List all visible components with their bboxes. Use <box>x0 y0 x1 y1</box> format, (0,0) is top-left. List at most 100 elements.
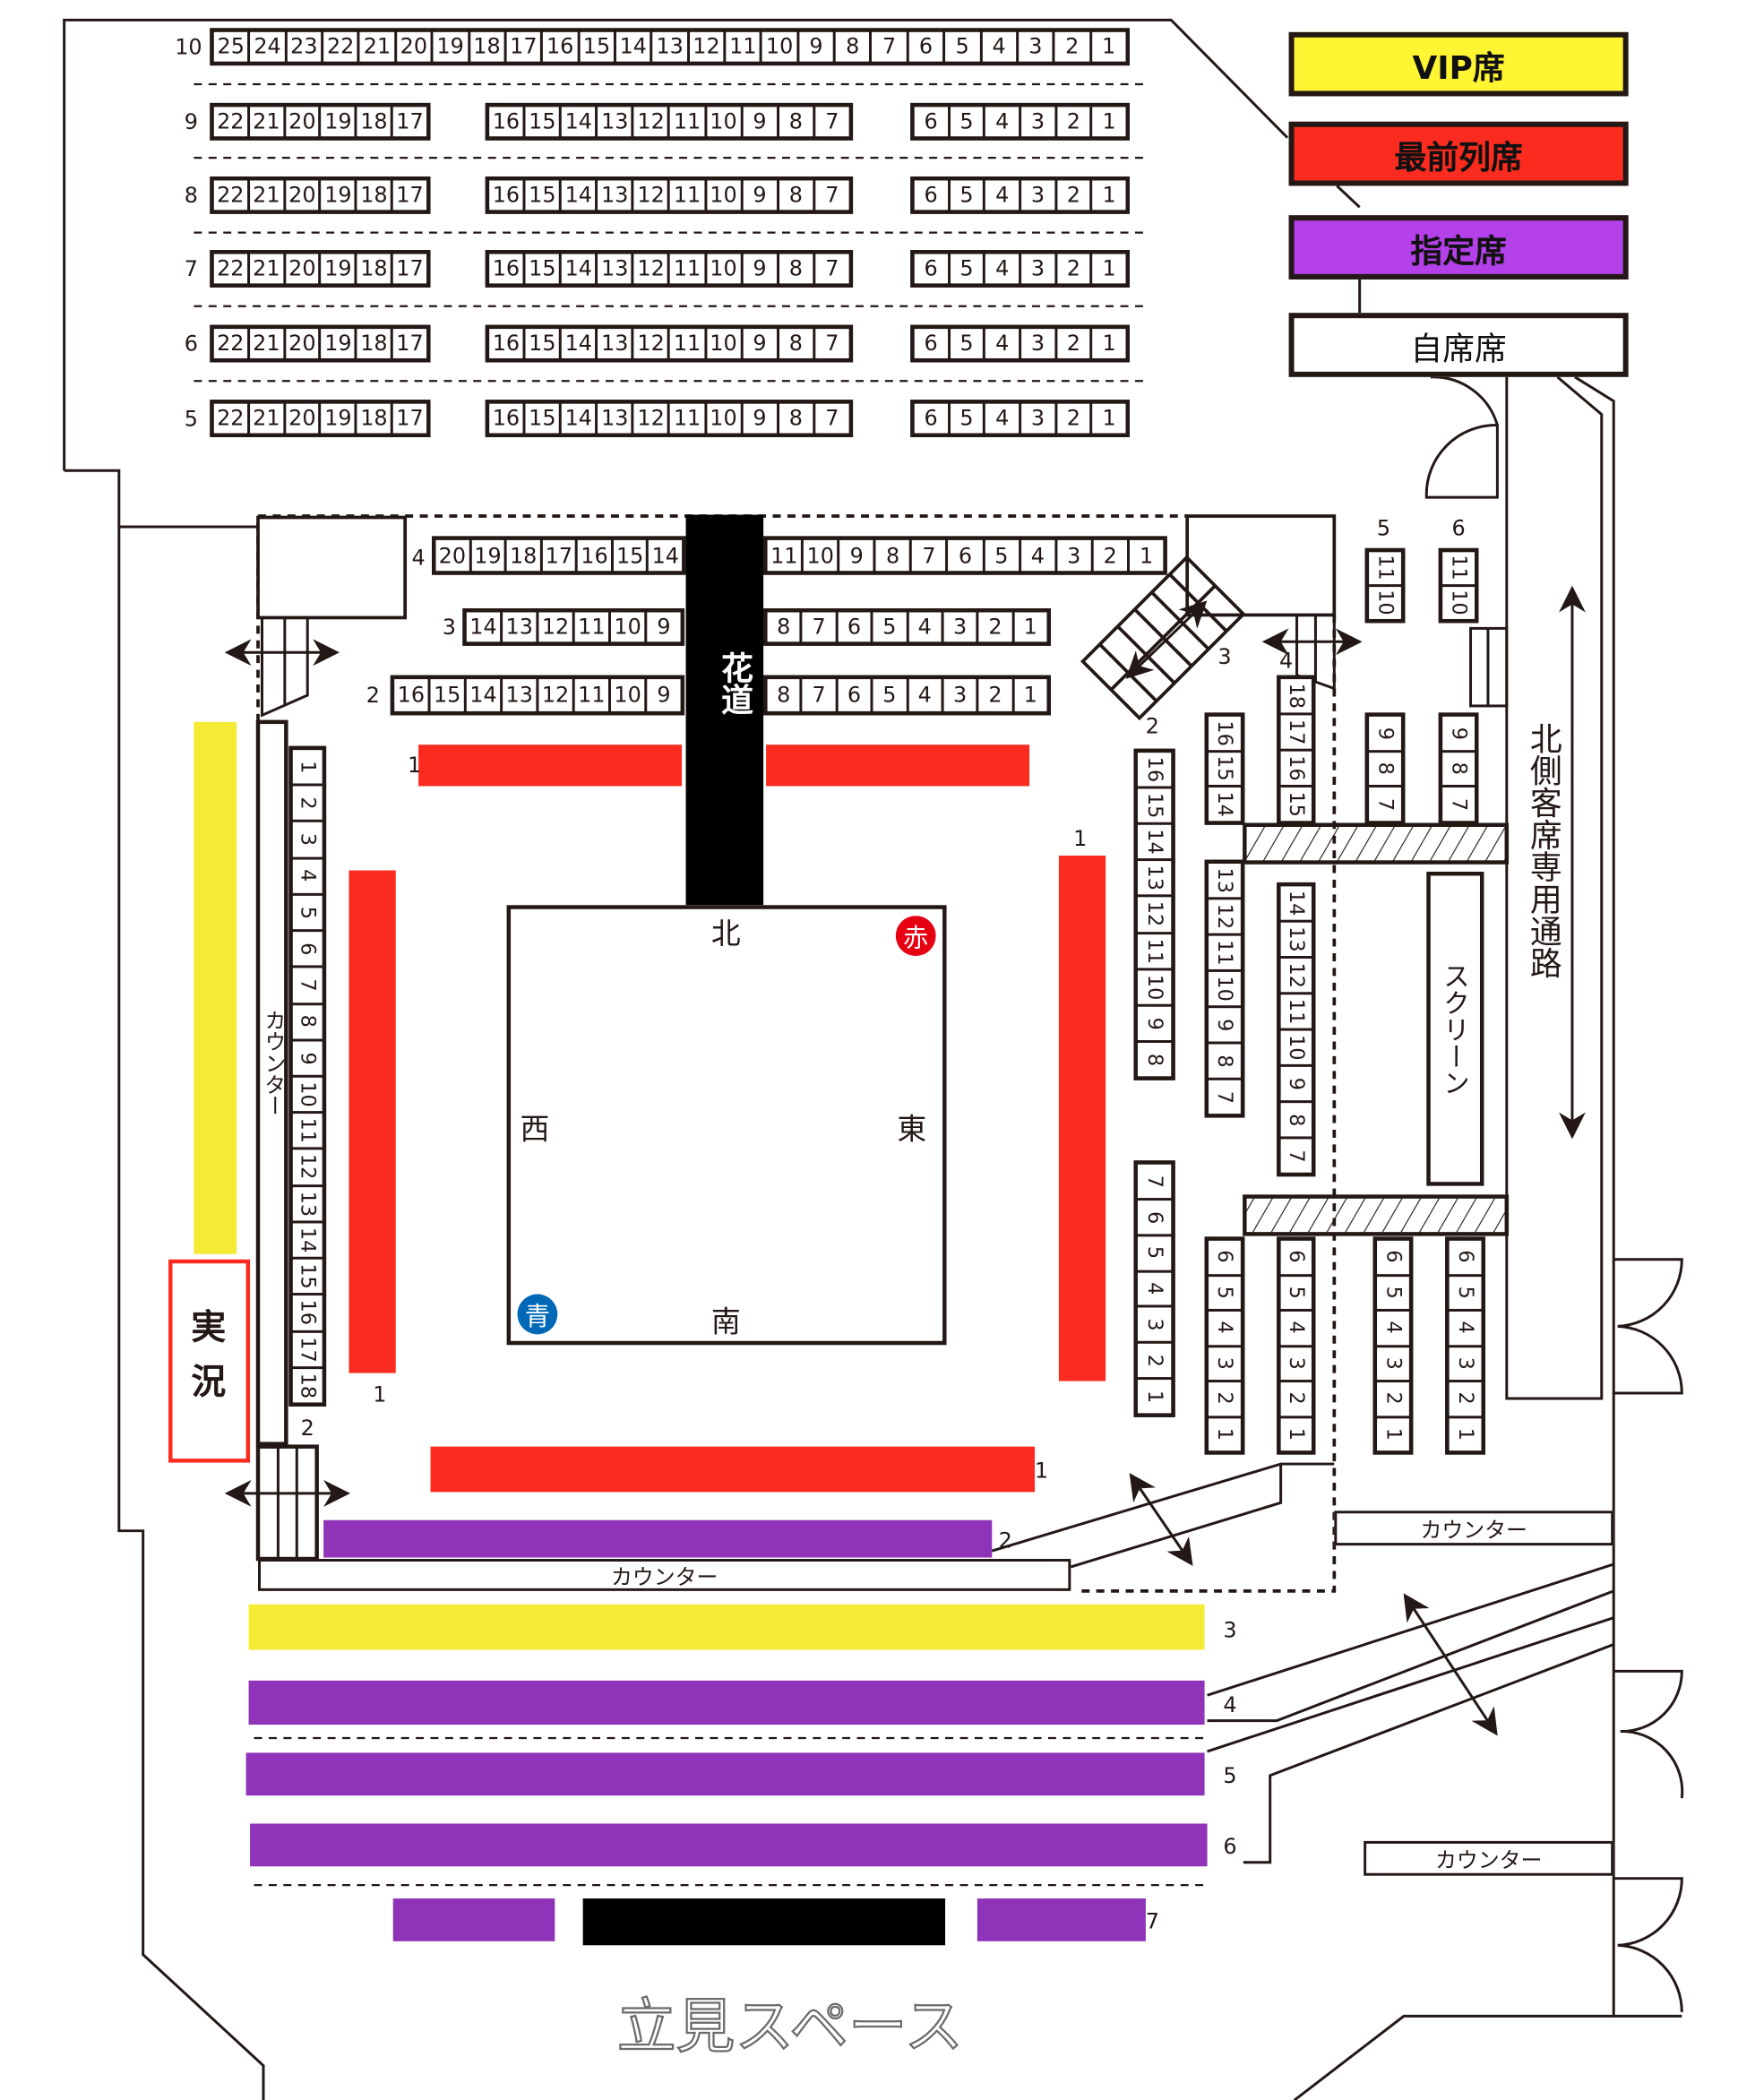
seat[interactable]: 12 <box>538 679 572 711</box>
seat[interactable]: 6 <box>1137 1200 1172 1234</box>
seat[interactable]: 1 <box>1092 107 1126 137</box>
seat[interactable]: 19 <box>321 180 355 211</box>
seat[interactable]: 1 <box>1092 254 1126 284</box>
seat[interactable]: 1 <box>1129 539 1164 572</box>
seat[interactable]: 10 <box>706 254 741 284</box>
seat[interactable]: 10 <box>706 107 741 137</box>
seat[interactable]: 10 <box>1280 1030 1312 1064</box>
seat[interactable]: 1 <box>1377 1417 1409 1451</box>
seat[interactable]: 6 <box>914 254 948 284</box>
seat[interactable]: 6 <box>948 539 983 572</box>
seat[interactable]: 5 <box>873 612 907 642</box>
seat[interactable]: 13 <box>598 107 632 137</box>
seat[interactable]: 15 <box>525 180 560 211</box>
seat[interactable]: 16 <box>1137 753 1172 787</box>
seat-section-south-row-7-right[interactable] <box>977 1898 1146 1941</box>
seat[interactable]: 11 <box>670 329 704 358</box>
seat[interactable]: 10 <box>1442 587 1476 619</box>
seat[interactable]: 7 <box>1137 1164 1172 1198</box>
seat[interactable]: 8 <box>835 31 870 62</box>
seat[interactable]: 2 <box>1056 403 1090 434</box>
seat[interactable]: 9 <box>1369 716 1401 750</box>
seat[interactable]: 21 <box>249 254 283 284</box>
seat[interactable]: 7 <box>815 403 849 434</box>
seat[interactable]: 6 <box>1377 1240 1409 1274</box>
seat[interactable]: 3 <box>1021 329 1054 358</box>
seat-section-south-row-7-left[interactable] <box>392 1898 555 1941</box>
seat[interactable]: 3 <box>1280 1347 1312 1381</box>
seat[interactable]: 25 <box>213 31 248 62</box>
seat[interactable]: 7 <box>292 968 323 1003</box>
seat[interactable]: 21 <box>249 107 283 137</box>
seat[interactable]: 21 <box>249 329 283 358</box>
seat[interactable]: 17 <box>1280 715 1312 749</box>
seat[interactable]: 8 <box>875 539 910 572</box>
seat[interactable]: 20 <box>285 329 319 358</box>
seat[interactable]: 19 <box>433 31 468 62</box>
seat[interactable]: 11 <box>670 403 704 434</box>
seat[interactable]: 2 <box>1449 1382 1482 1416</box>
seat[interactable]: 11 <box>1137 934 1172 968</box>
seat[interactable]: 20 <box>285 107 319 137</box>
seat[interactable]: 9 <box>743 329 777 358</box>
seat[interactable]: 1 <box>1092 329 1126 358</box>
seat[interactable]: 16 <box>489 254 523 284</box>
seat[interactable]: 1 <box>1014 612 1047 642</box>
seat[interactable]: 4 <box>1280 1311 1312 1345</box>
seat[interactable]: 4 <box>985 403 1020 434</box>
seat[interactable]: 11 <box>726 31 761 62</box>
seat[interactable]: 18 <box>292 1368 323 1403</box>
seat[interactable]: 18 <box>357 329 391 358</box>
seat[interactable]: 3 <box>1021 403 1054 434</box>
seat[interactable]: 16 <box>1280 751 1312 785</box>
seat[interactable]: 9 <box>1442 716 1476 750</box>
seat[interactable]: 5 <box>950 107 984 137</box>
seat-section-front-north-right[interactable] <box>766 744 1030 787</box>
seat[interactable]: 7 <box>802 612 836 642</box>
seat[interactable]: 20 <box>285 254 319 284</box>
seat[interactable]: 16 <box>543 31 578 62</box>
seat[interactable]: 21 <box>249 403 283 434</box>
seat[interactable]: 19 <box>321 329 355 358</box>
seat[interactable]: 1 <box>1449 1417 1482 1451</box>
seat[interactable]: 12 <box>633 180 668 211</box>
seat[interactable]: 5 <box>985 539 1019 572</box>
seat[interactable]: 9 <box>743 107 777 137</box>
seat[interactable]: 4 <box>985 254 1020 284</box>
seat[interactable]: 17 <box>392 107 426 137</box>
seat[interactable]: 15 <box>613 539 647 572</box>
seat[interactable]: 13 <box>598 403 632 434</box>
seat[interactable]: 8 <box>1209 1044 1241 1078</box>
seat[interactable]: 10 <box>610 679 645 711</box>
seat[interactable]: 4 <box>908 679 942 711</box>
seat[interactable]: 5 <box>1137 1235 1172 1270</box>
seat[interactable]: 11 <box>670 107 704 137</box>
seat[interactable]: 7 <box>1442 788 1476 822</box>
seat[interactable]: 4 <box>985 329 1020 358</box>
seat[interactable]: 9 <box>839 539 873 572</box>
seat[interactable]: 3 <box>1449 1347 1482 1381</box>
seat[interactable]: 4 <box>292 859 323 893</box>
seat[interactable]: 10 <box>1137 969 1172 1004</box>
seat[interactable]: 14 <box>562 403 596 434</box>
seat[interactable]: 8 <box>767 612 800 642</box>
seat[interactable]: 16 <box>292 1295 323 1330</box>
seat[interactable]: 2 <box>1056 180 1090 211</box>
seat[interactable]: 12 <box>1280 958 1312 993</box>
seat[interactable]: 11 <box>1209 935 1241 969</box>
seat[interactable]: 17 <box>392 329 426 358</box>
seat[interactable]: 1 <box>292 750 323 784</box>
seat[interactable]: 10 <box>292 1077 323 1112</box>
seat-section-south-row-2[interactable] <box>323 1519 993 1558</box>
seat[interactable]: 1 <box>1092 180 1126 211</box>
seat[interactable]: 5 <box>1377 1276 1409 1309</box>
seat[interactable]: 12 <box>689 31 724 62</box>
seat[interactable]: 16 <box>489 107 523 137</box>
seat[interactable]: 22 <box>213 403 247 434</box>
seat[interactable]: 13 <box>598 254 632 284</box>
seat[interactable]: 8 <box>1369 752 1401 786</box>
seat[interactable]: 8 <box>779 180 813 211</box>
seat[interactable]: 4 <box>1449 1311 1482 1345</box>
seat[interactable]: 16 <box>489 329 523 358</box>
seat[interactable]: 11 <box>767 539 802 572</box>
